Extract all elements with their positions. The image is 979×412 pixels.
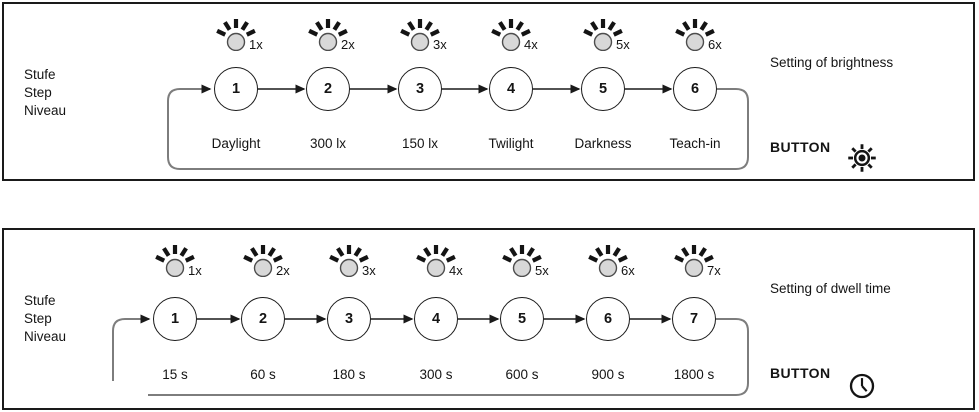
blink-count: 4x (524, 37, 538, 52)
step-node: 3 (327, 297, 371, 341)
panel-title: Setting of brightness (770, 55, 894, 70)
step: 4x 4 300 s (391, 230, 481, 395)
loop-arrow-entry (112, 314, 151, 381)
blink-count: 1x (249, 37, 263, 52)
step-label: 600 s (505, 367, 539, 382)
button-label: BUTTON (770, 139, 831, 155)
dwell-time-panel: Stufe Step Niveau 1x 1 15 s 2x 2 60 s 3x… (2, 228, 975, 410)
blink-count: 2x (276, 263, 290, 278)
step-label: 900 s (591, 367, 625, 382)
side-label-fr: Niveau (24, 329, 67, 344)
step-node: 4 (414, 297, 458, 341)
flow-diagram (112, 314, 749, 396)
step-label: 60 s (250, 367, 276, 382)
step-node: 1 (214, 67, 258, 111)
step-node: 3 (398, 67, 442, 111)
blink-count: 4x (449, 263, 463, 278)
step: 1x 1 15 s (130, 230, 220, 395)
side-label-en: Step (24, 85, 52, 100)
side-label-fr: Niveau (24, 103, 67, 118)
side-label-de: Stufe (24, 67, 56, 82)
step-node: 2 (306, 67, 350, 111)
sun-icon (848, 144, 876, 172)
step: 6x 6 Teach-in (650, 4, 740, 169)
step: 7x 7 1800 s (649, 230, 739, 395)
button-label: BUTTON (770, 365, 831, 381)
step-label: 15 s (162, 367, 188, 382)
loop-arrow (167, 84, 749, 170)
loop-arrow-return (148, 318, 749, 396)
step-node: 5 (500, 297, 544, 341)
step: 5x 5 Darkness (558, 4, 648, 169)
step-node: 7 (672, 297, 716, 341)
step: 4x 4 Twilight (466, 4, 556, 169)
step-label: 1800 s (673, 367, 715, 382)
step-node: 4 (489, 67, 533, 111)
blink-count: 6x (621, 263, 635, 278)
step: 3x 3 180 s (304, 230, 394, 395)
blink-count: 5x (616, 37, 630, 52)
step-node: 6 (586, 297, 630, 341)
blink-count: 1x (188, 263, 202, 278)
step-node: 6 (673, 67, 717, 111)
blink-count: 3x (362, 263, 376, 278)
step-node: 1 (153, 297, 197, 341)
step-label: 300 s (419, 367, 453, 382)
step: 6x 6 900 s (563, 230, 653, 395)
step-label: Darkness (574, 136, 632, 151)
step-label: Teach-in (669, 136, 721, 151)
blink-count: 5x (535, 263, 549, 278)
step-label: Daylight (211, 136, 261, 151)
side-label-de: Stufe (24, 293, 56, 308)
step: 2x 2 60 s (218, 230, 308, 395)
clock-icon (849, 373, 875, 399)
step: 1x 1 Daylight (191, 4, 281, 169)
blink-count: 2x (341, 37, 355, 52)
panel-title: Setting of dwell time (770, 281, 891, 296)
blink-count: 7x (707, 263, 721, 278)
blink-count: 6x (708, 37, 722, 52)
step-label: Twilight (488, 136, 534, 151)
step: 2x 2 300 lx (283, 4, 373, 169)
step-label: 150 lx (401, 136, 439, 151)
step: 3x 3 150 lx (375, 4, 465, 169)
side-label: Stufe Step Niveau (24, 292, 66, 346)
side-label: Stufe Step Niveau (24, 66, 66, 120)
flow-diagram (167, 84, 749, 170)
step-node: 2 (241, 297, 285, 341)
step: 5x 5 600 s (477, 230, 567, 395)
side-label-en: Step (24, 311, 52, 326)
step-node: 5 (581, 67, 625, 111)
blink-count: 3x (433, 37, 447, 52)
step-label: 300 lx (309, 136, 347, 151)
step-label: 180 s (332, 367, 366, 382)
brightness-panel: Stufe Step Niveau 1x 1 Daylight 2x 2 300… (2, 2, 975, 181)
